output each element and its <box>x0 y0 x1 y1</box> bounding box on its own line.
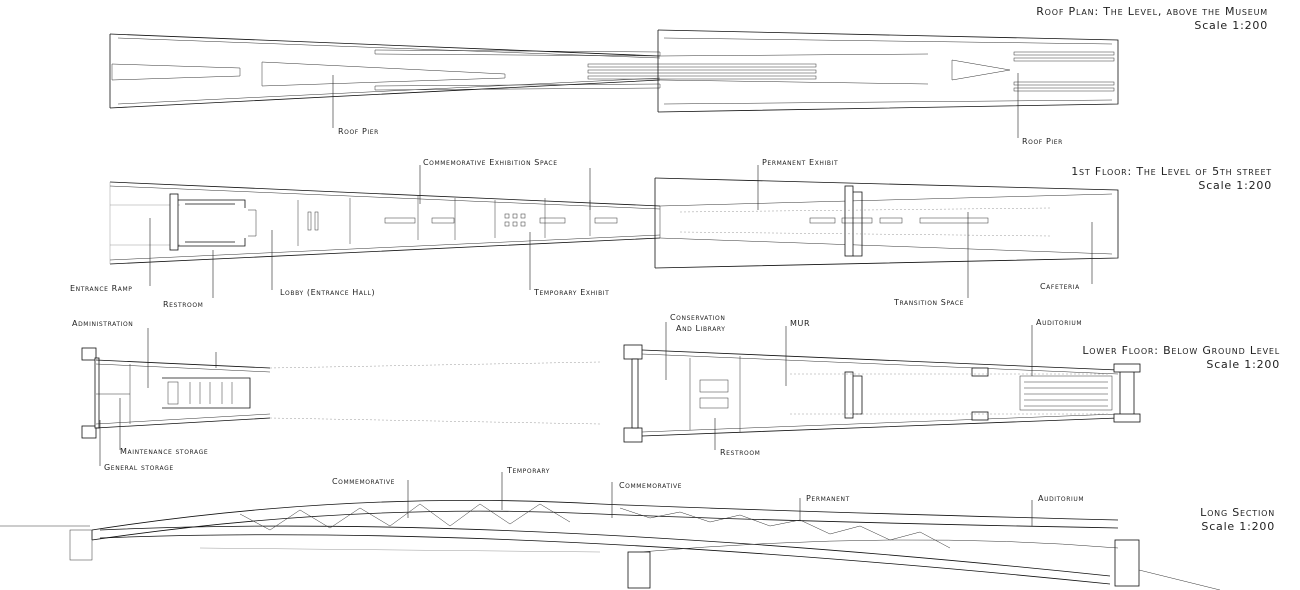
roof-pier-label-right: Roof Pier <box>1022 137 1063 146</box>
roof-right-wedge <box>657 29 1119 113</box>
conservation-label-line1: Conservation <box>670 313 725 322</box>
roof-left-wedge <box>109 33 817 109</box>
roof-plan-title: Roof Plan: The Level, above the Museum <box>1036 5 1268 18</box>
lobby-label: Lobby (Entrance Hall) <box>280 288 375 297</box>
cafeteria-label: Cafeteria <box>1040 282 1080 291</box>
maintenance-storage-label: Maintenance storage <box>120 447 208 456</box>
section-permanent-label: Permanent <box>806 494 850 503</box>
long-section-scale: Scale 1:200 <box>1201 520 1275 533</box>
roof-plan: Roof Pier Roof Pier Roof Plan: The Level… <box>109 5 1268 146</box>
section-temporary-label: Temporary <box>506 466 550 475</box>
permanent-exhibit-label: Permanent Exhibit <box>762 158 838 167</box>
mur-label: MUR <box>790 319 810 328</box>
long-section-title: Long Section <box>1200 506 1275 519</box>
auditorium-label-lower: Auditorium <box>1036 318 1082 327</box>
roof-plan-scale: Scale 1:200 <box>1194 19 1268 32</box>
section-commemorative-left-label: Commemorative <box>332 477 395 486</box>
temporary-exhibit-label: Temporary Exhibit <box>533 288 609 297</box>
administration-label: Administration <box>72 319 133 328</box>
entrance-ramp-label: Entrance Ramp <box>70 284 133 293</box>
first-floor-scale: Scale 1:200 <box>1198 179 1272 192</box>
first-floor-plan: Commemorative Exhibition Space Permanent… <box>70 158 1272 309</box>
first-floor-title: 1st Floor: The Level of 5th street <box>1071 165 1272 178</box>
lower-floor-scale: Scale 1:200 <box>1206 358 1280 371</box>
general-storage-label: General storage <box>104 463 174 472</box>
conservation-label-line2: And Library <box>676 324 726 333</box>
lower-floor-title: Lower Floor: Below Ground Level <box>1082 344 1280 357</box>
section-commemorative-right-label: Commemorative <box>619 481 682 490</box>
long-section: Commemorative Temporary Commemorative Pe… <box>0 466 1275 590</box>
restroom-label-1f: Restroom <box>163 300 203 309</box>
transition-space-label: Transition Space <box>893 298 964 307</box>
section-auditorium-label: Auditorium <box>1038 494 1084 503</box>
commemorative-exhibition-label: Commemorative Exhibition Space <box>423 158 558 167</box>
restroom-label-lower: Restroom <box>720 448 760 457</box>
roof-pier-label-left: Roof Pier <box>338 127 379 136</box>
lower-floor-plan: Administration Conservation And Library … <box>72 313 1280 472</box>
